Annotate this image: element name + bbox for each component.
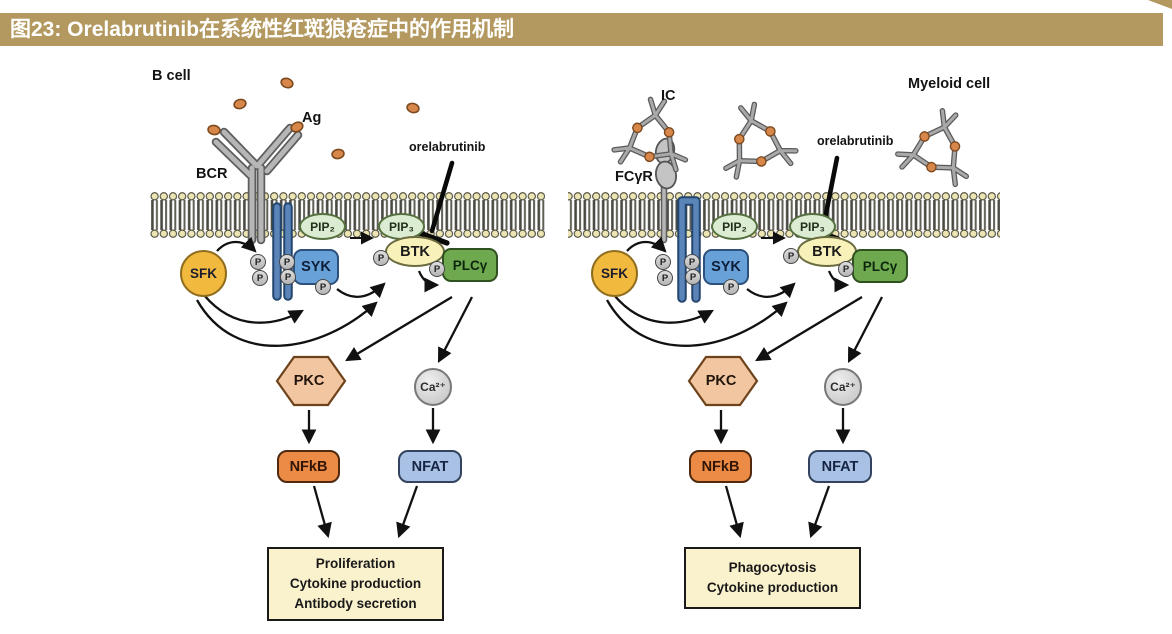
membrane-right: [568, 192, 1000, 238]
phospho-badge: P: [685, 269, 701, 285]
outcome-line: Antibody secretion: [294, 596, 417, 612]
nfat-node-left: NFAT: [398, 450, 462, 483]
outcome-box-myeloid: Phagocytosis Cytokine production: [684, 547, 861, 609]
plcg-node-left: PLCγ: [442, 248, 498, 282]
figure-title: 图23: Orelabrutinib在系统性红斑狼疮症中的作用机制: [10, 18, 515, 41]
membrane-left: [150, 192, 545, 238]
itam-bars-right: [677, 196, 701, 303]
phospho-badge: P: [783, 248, 799, 264]
arrows-left: [196, 231, 474, 539]
nfkb-node-right: NFkB: [689, 450, 752, 483]
pip2-node-right: PIP₂: [711, 213, 758, 240]
fcgr-receptor-graphic: [654, 137, 678, 244]
orelabrutinib-label-right: orelabrutinib: [817, 134, 894, 148]
plcg-node-right: PLCγ: [852, 249, 908, 283]
phospho-badge: P: [373, 250, 389, 266]
phospho-badge: P: [684, 254, 700, 270]
figure-title-bar: 图23: Orelabrutinib在系统性红斑狼疮症中的作用机制: [0, 13, 1163, 46]
orelabrutinib-label-left: orelabrutinib: [409, 140, 486, 154]
phospho-badge: P: [655, 254, 671, 270]
calcium-node-right: Ca²⁺: [824, 368, 862, 406]
pkc-hexagon-right: [687, 355, 759, 407]
phospho-badge: P: [429, 261, 445, 277]
myeloid-cell-label: Myeloid cell: [908, 76, 991, 92]
immune-complex-2: [713, 97, 799, 178]
outcome-box-b-cell: Proliferation Cytokine production Antibo…: [267, 547, 444, 621]
inhibitor-line-left: [414, 160, 455, 246]
pkc-node-right: PKC: [705, 373, 737, 389]
antigen-label: Ag: [302, 110, 322, 126]
outcome-line: Proliferation: [315, 555, 396, 571]
phospho-badge: P: [279, 254, 295, 270]
phospho-badge: P: [723, 279, 739, 295]
outcome-line: Cytokine production: [706, 580, 839, 595]
bcr-receptor-graphic: [211, 123, 303, 245]
outcome-line: Cytokine production: [289, 575, 422, 591]
pkc-node-left: PKC: [293, 373, 325, 389]
phospho-badge: P: [252, 270, 268, 286]
arrows-right: [606, 231, 884, 539]
pip2-node-left: PIP₂: [299, 213, 346, 240]
phospho-badge: P: [838, 261, 854, 277]
phospho-badge: P: [657, 270, 673, 286]
sfk-node-right: SFK: [591, 250, 638, 297]
immune-complex-label: IC: [661, 88, 676, 104]
immune-complex-3: [894, 102, 983, 187]
b-cell-label: B cell: [152, 68, 191, 84]
phospho-badge: P: [280, 269, 296, 285]
nfat-node-right: NFAT: [808, 450, 872, 483]
outcome-line: Phagocytosis: [728, 559, 817, 575]
antigen-particles: [207, 77, 420, 160]
syk-node-left: SYK: [293, 249, 339, 285]
corner-decoration: [1148, 0, 1172, 9]
sfk-node-left: SFK: [180, 250, 227, 297]
fcgr-label: FCγR: [615, 169, 653, 185]
pkc-hexagon-left: [275, 355, 347, 407]
bcr-label: BCR: [196, 166, 228, 182]
phospho-badge: P: [315, 279, 331, 295]
calcium-node-left: Ca²⁺: [414, 368, 452, 406]
nfkb-node-left: NFkB: [277, 450, 340, 483]
phospho-badge: P: [250, 254, 266, 270]
immune-complex-1: [613, 95, 693, 170]
syk-node-right: SYK: [703, 249, 749, 285]
